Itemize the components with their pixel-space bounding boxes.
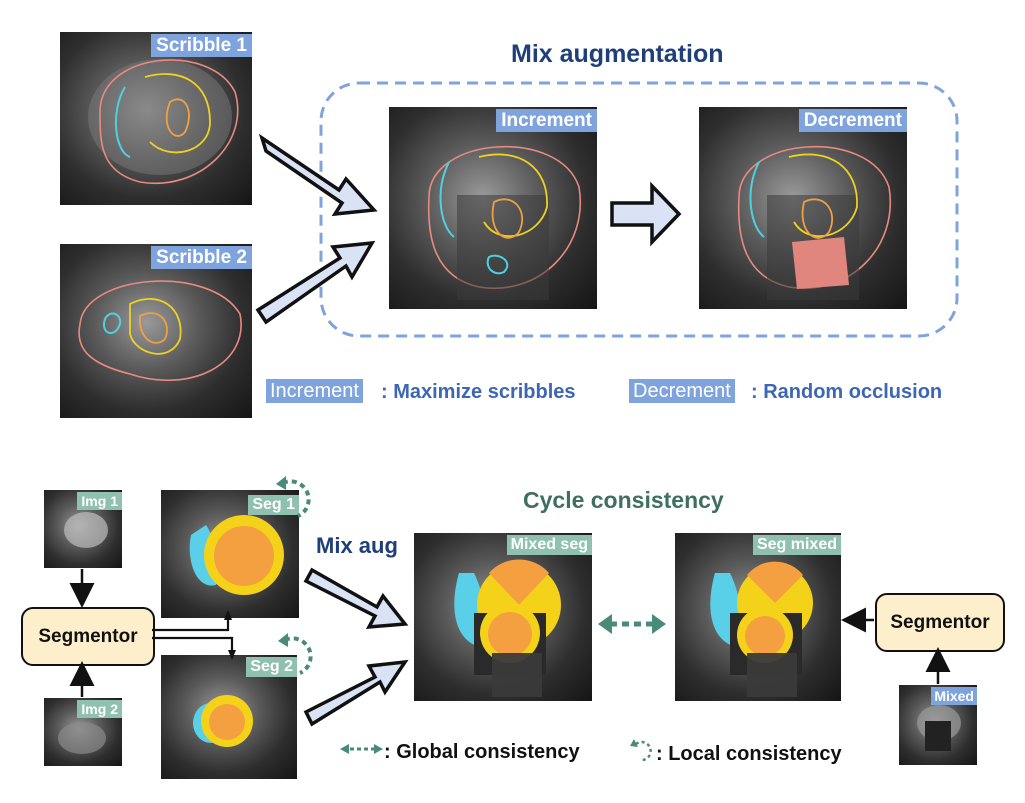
occlusion-patch [792, 237, 849, 289]
img-2-tag: Img 2 [77, 700, 122, 718]
mixed-seg-image: Mixed seg [414, 533, 592, 701]
arrow-scribble1-to-increment [258, 133, 378, 217]
seg-1-tag: Seg 1 [248, 495, 299, 515]
arrow-increment-to-decrement [610, 181, 682, 247]
cycle-consistency-title: Cycle consistency [523, 487, 724, 513]
scribble-1-image: Scribble 1 [60, 32, 252, 205]
mixed-image: Mixed [899, 685, 977, 765]
segmentor-right: Segmentor [875, 593, 1005, 652]
scribble-2-image: Scribble 2 [60, 244, 252, 418]
legend-decrement-key: Decrement [629, 379, 735, 403]
connector-segmentor-to-segs [152, 617, 234, 653]
seg-1-image: Seg 1 [161, 490, 299, 618]
increment-tag: Increment [496, 109, 597, 132]
seg-mixed-tag: Seg mixed [752, 535, 841, 555]
mixed-tag: Mixed [931, 687, 977, 705]
scribble-1-tag: Scribble 1 [151, 34, 252, 57]
scribble-2-tag: Scribble 2 [151, 246, 252, 269]
seg-mixed-image: Seg mixed [675, 533, 841, 701]
segmentor-left: Segmentor [21, 607, 155, 666]
seg-2-image: Seg 2 [161, 655, 297, 779]
legend-decrement-desc: : Random occlusion [751, 381, 943, 403]
img-2-image: Img 2 [44, 698, 122, 766]
legend-local-icon [635, 740, 652, 762]
img-1-image: Img 1 [44, 490, 122, 568]
legend-global-icon [340, 744, 383, 754]
legend-increment-key: Increment [266, 379, 363, 403]
global-consistency-arrow [598, 614, 666, 634]
arrow-seg2-to-mixed-seg [303, 659, 409, 727]
mixed-seg-tag: Mixed seg [506, 535, 592, 555]
increment-image: Increment [389, 107, 597, 309]
img-1-tag: Img 1 [77, 492, 122, 510]
decrement-tag: Decrement [798, 109, 907, 132]
seg-2-tag: Seg 2 [246, 657, 297, 677]
mix-aug-label: Mix aug [316, 533, 398, 558]
local-consistency-label: : Local consistency [656, 743, 842, 765]
arrow-scribble2-to-increment [255, 240, 376, 325]
legend-increment-desc: : Maximize scribbles [381, 381, 576, 403]
mix-augmentation-title: Mix augmentation [511, 40, 724, 68]
decrement-image: Decrement [699, 107, 907, 309]
arrow-seg1-to-mixed-seg [303, 567, 409, 630]
global-consistency-label: : Global consistency [384, 741, 580, 763]
